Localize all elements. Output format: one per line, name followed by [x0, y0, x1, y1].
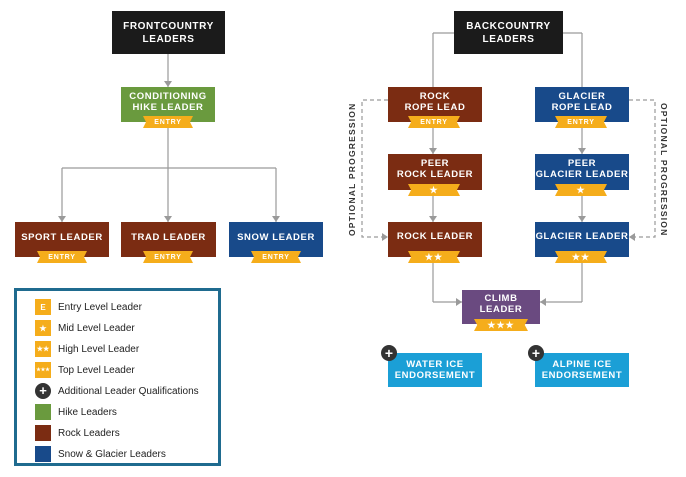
legend-item-high: ★★ High Level Leader	[35, 341, 139, 357]
conditioning-hike-leader-level: ENTRY	[143, 116, 193, 128]
high-level-star-icon: ★★	[35, 341, 51, 357]
plus-icon: +	[35, 383, 51, 399]
glacier-leader-box: GLACIER LEADER	[535, 222, 629, 257]
climb-leader-level: ★★★	[474, 319, 528, 331]
legend-label: Rock Leaders	[58, 427, 120, 439]
rock-leaders-swatch	[35, 425, 51, 441]
glacier-leader-level: ★★	[555, 251, 607, 263]
peer-glacier-leader-level: ★	[555, 184, 607, 196]
legend-label: Snow & Glacier Leaders	[58, 448, 166, 460]
optional-progression-label-right: OPTIONAL PROGRESSION	[659, 103, 669, 237]
rock-rope-lead-level: ENTRY	[408, 116, 460, 128]
optional-progression-label-left: OPTIONAL PROGRESSION	[347, 102, 357, 236]
alpine-ice-endorsement-box: ALPINE ICE ENDORSEMENT	[535, 353, 629, 387]
legend-label: Additional Leader Qualifications	[58, 385, 199, 397]
legend-label: Top Level Leader	[58, 364, 135, 376]
legend-panel: E Entry Level Leader ★ Mid Level Leader …	[14, 288, 221, 466]
snow-leader-level: ENTRY	[251, 251, 301, 263]
sport-leader-level: ENTRY	[37, 251, 87, 263]
climb-leader-box: CLIMB LEADER	[462, 290, 540, 324]
legend-item-top: ★★★ Top Level Leader	[35, 362, 135, 378]
top-level-star-icon: ★★★	[35, 362, 51, 378]
glacier-rope-lead-level: ENTRY	[555, 116, 607, 128]
legend-label: Hike Leaders	[58, 406, 117, 418]
frontcountry-leaders-title: FRONTCOUNTRY LEADERS	[112, 11, 225, 54]
legend-item-additional: + Additional Leader Qualifications	[35, 383, 199, 399]
peer-rock-leader-level: ★	[408, 184, 460, 196]
legend-label: High Level Leader	[58, 343, 140, 355]
rock-leader-level: ★★	[408, 251, 460, 263]
mid-level-star-icon: ★	[35, 320, 51, 336]
hike-leaders-swatch	[35, 404, 51, 420]
alpine-ice-plus-icon: +	[528, 345, 544, 361]
legend-item-mid: ★ Mid Level Leader	[35, 320, 135, 336]
water-ice-endorsement-box: WATER ICE ENDORSEMENT	[388, 353, 482, 387]
legend-label: Entry Level Leader	[58, 301, 142, 313]
legend-item-rock: Rock Leaders	[35, 425, 120, 441]
legend-item-entry: E Entry Level Leader	[35, 299, 142, 315]
legend-item-snow-glacier: Snow & Glacier Leaders	[35, 446, 166, 462]
snow-glacier-leaders-swatch	[35, 446, 51, 462]
legend-item-hike: Hike Leaders	[35, 404, 117, 420]
backcountry-leaders-title: BACKCOUNTRY LEADERS	[454, 11, 563, 54]
trad-leader-level: ENTRY	[143, 251, 193, 263]
glacier-rope-lead-box: GLACIER ROPE LEAD	[535, 87, 629, 122]
water-ice-plus-icon: +	[381, 345, 397, 361]
entry-level-swatch: E	[35, 299, 51, 315]
legend-label: Mid Level Leader	[58, 322, 135, 334]
